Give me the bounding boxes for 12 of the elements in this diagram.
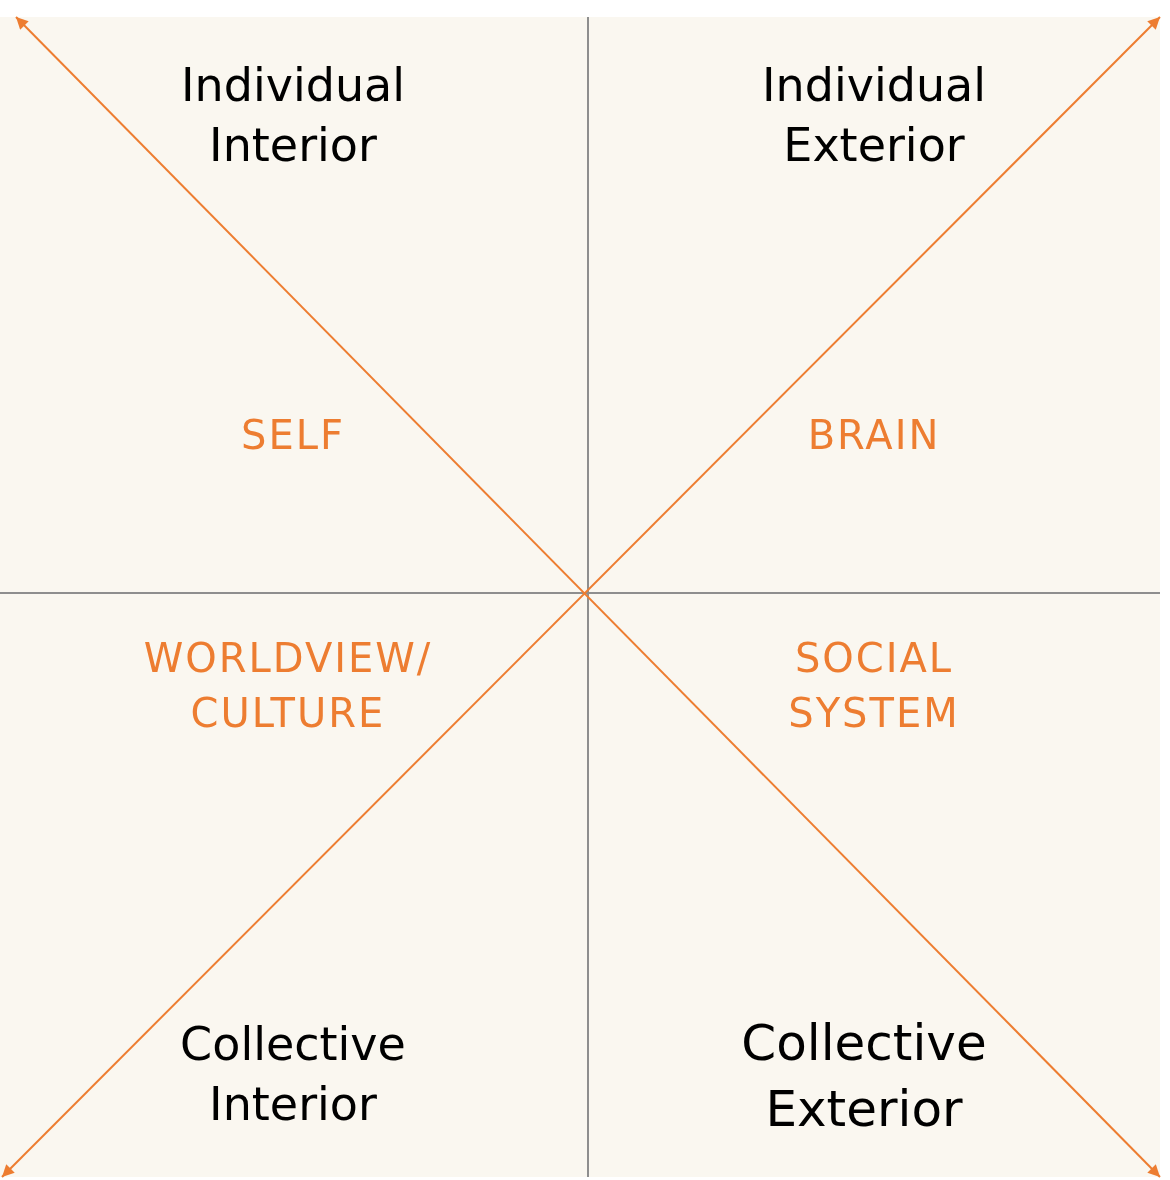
quadrant-label: BRAIN [807,411,941,460]
quadrant-panel [0,593,588,1177]
quadrant-heading: Collective Exterior [741,1013,987,1140]
quadrant-panel [0,17,588,593]
quadrant-panel [588,17,1160,593]
quadrant-panel [588,593,1160,1177]
quadrant-heading: Individual Exterior [762,57,986,174]
quadrant-label: SELF [241,411,345,460]
quadrant-heading: Collective Interior [180,1016,406,1133]
quadrant-label: SOCIAL SYSTEM [788,634,960,738]
quadrant-heading: Individual Interior [181,57,405,174]
quadrant-label: WORLDVIEW/ CULTURE [143,634,433,738]
